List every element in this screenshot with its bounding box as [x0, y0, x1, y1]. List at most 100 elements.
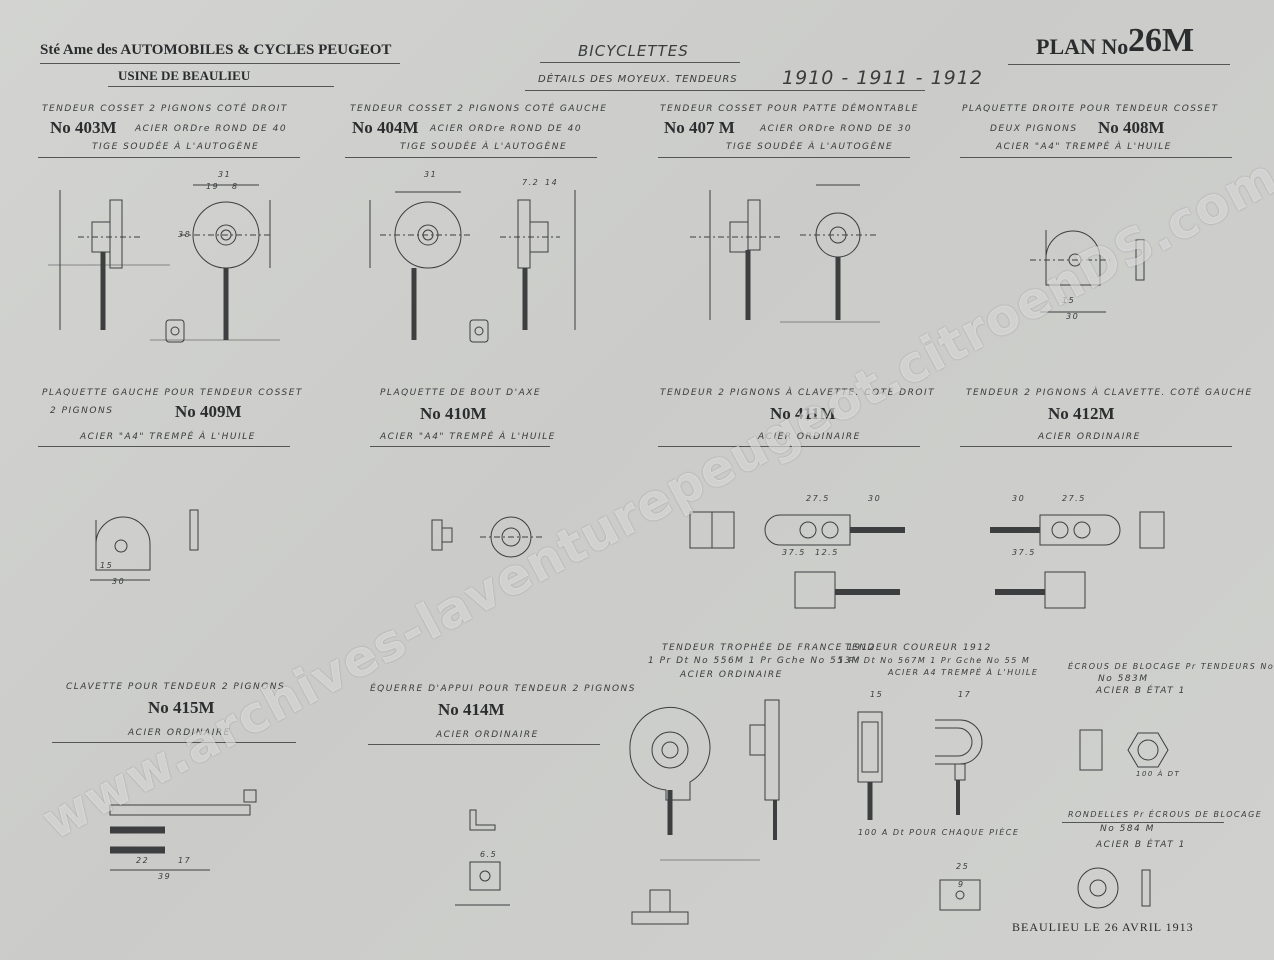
part-403-side-view	[48, 190, 170, 330]
coureur-material: ACIER A4 TREMPÉ À L'HUILE	[888, 668, 1039, 677]
subtitle: DÉTAILS DES MOYEUX. TENDEURS	[538, 74, 738, 85]
dim-label: 38	[178, 230, 192, 239]
part-414-rule	[368, 744, 600, 745]
part-403-front-view	[150, 184, 280, 341]
coureur-tendeur	[857, 711, 983, 911]
part-409-material: ACIER "A4" TREMPÉ À L'HUILE	[80, 432, 256, 442]
part-412-rule	[960, 446, 1232, 447]
part-403-number: No 403M	[50, 118, 117, 137]
part-414-caption: ÉQUERRE D'APPUI POUR TENDEUR 2 PIGNONS	[370, 684, 636, 694]
dim-label: 15	[870, 690, 884, 699]
rondelles-material: ACIER B ÉTAT 1	[1096, 840, 1186, 850]
part-412-views	[990, 511, 1165, 609]
company-underline	[40, 63, 400, 64]
part-410-number: No 410M	[420, 404, 487, 423]
trophee-key	[631, 889, 689, 925]
rondelles-title: RONDELLES Pr ÉCROUS DE BLOCAGE	[1068, 810, 1263, 819]
rondelles-number: No 584 M	[1100, 824, 1155, 834]
part-404-material: ACIER ORDre ROND DE 40	[430, 124, 583, 134]
part-414-bracket	[455, 809, 510, 906]
part-410-material: ACIER "A4" TREMPÉ À L'HUILE	[380, 432, 556, 442]
part-411-rule	[658, 446, 920, 447]
dim-label: 7.2	[522, 178, 540, 187]
ecrous-material: ACIER B ÉTAT 1	[1096, 686, 1186, 696]
dim-label: 19	[206, 182, 220, 191]
signature: BEAULIEU LE 26 AVRIL 1913	[1012, 920, 1194, 934]
part-409-rule	[38, 446, 290, 447]
dim-label: 31	[218, 170, 232, 179]
hex-nut	[1079, 729, 1169, 771]
part-414-material: ACIER ORDINAIRE	[436, 730, 539, 740]
part-403-rule	[38, 157, 300, 158]
coureur-numbers: 1 Pr Dt No 567M 1 Pr Gche No 55 M	[838, 656, 1031, 665]
part-410-views	[431, 516, 545, 558]
trophee-material: ACIER ORDINAIRE	[680, 670, 783, 680]
dim-label: 9	[958, 880, 965, 889]
dim-label: 17	[958, 690, 972, 699]
part-407-note: TIGE SOUDÉE À L'AUTOGÈNE	[726, 142, 894, 152]
part-404-caption: TENDEUR COSSET 2 PIGNONS COTÉ GAUCHE	[350, 104, 608, 114]
part-410-caption: PLAQUETTE DE BOUT D'AXE	[380, 388, 542, 398]
dim-label: 31	[424, 170, 438, 179]
coureur-title: TENDEUR COUREUR 1912	[845, 643, 992, 653]
part-415-rule	[52, 742, 296, 743]
dim-label: 37.5	[1012, 548, 1036, 557]
part-409-caption: PLAQUETTE GAUCHE POUR TENDEUR COSSET	[42, 388, 303, 398]
trophee-numbers: 1 Pr Dt No 556M 1 Pr Gche No 553M	[648, 656, 861, 666]
ecrous-number: No 583M	[1098, 674, 1149, 684]
dim-label: 30	[112, 577, 126, 586]
dim-label: 27.5	[806, 494, 830, 503]
part-415-number: No 415M	[148, 698, 215, 717]
dim-label: 39	[158, 872, 172, 881]
part-415-caption: CLAVETTE POUR TENDEUR 2 PIGNONS	[66, 682, 286, 692]
part-407-material: ACIER ORDre ROND DE 30	[760, 124, 913, 134]
part-408-caption: PLAQUETTE DROITE POUR TENDEUR COSSET	[962, 104, 1219, 114]
coureur-note: 100 A Dt POUR CHAQUE PIÈCE	[858, 828, 1020, 837]
dim-label: 14	[545, 178, 559, 187]
part-407-number: No 407 M	[664, 118, 735, 137]
part-412-material: ACIER ORDINAIRE	[1038, 432, 1141, 442]
part-414-number: No 414M	[438, 700, 505, 719]
part-404-front-view	[369, 191, 470, 340]
subtitle-underline	[525, 90, 925, 91]
part-403-caption: TENDEUR COSSET 2 PIGNONS COTÉ DROIT	[42, 104, 288, 114]
years: 1910 - 1911 - 1912	[782, 67, 983, 89]
dim-label: 8	[232, 182, 239, 191]
part-407-rule	[658, 157, 910, 158]
part-415-key	[109, 789, 257, 871]
washer	[1077, 867, 1151, 909]
part-403-section	[165, 319, 185, 343]
part-408-plate	[1030, 230, 1145, 313]
part-411-number: No 411M	[770, 404, 836, 423]
dim-label: 30	[1012, 494, 1026, 503]
part-404-rule	[345, 157, 597, 158]
part-407-side-view	[690, 190, 780, 320]
dim-label: 15	[1062, 296, 1076, 305]
part-404-note: TIGE SOUDÉE À L'AUTOGÈNE	[400, 142, 568, 152]
plan-label: PLAN No	[1036, 34, 1129, 59]
part-404-side-view	[500, 190, 576, 330]
dim-label: 15	[100, 561, 114, 570]
factory-underline	[108, 86, 334, 87]
part-411-material: ACIER ORDINAIRE	[758, 432, 861, 442]
part-410-rule	[370, 446, 550, 447]
category-title: BICYCLETTES	[578, 42, 689, 60]
part-404-number: No 404M	[352, 118, 419, 137]
part-403-note: TIGE SOUDÉE À L'AUTOGÈNE	[92, 142, 260, 152]
part-411-caption: TENDEUR 2 PIGNONS À CLAVETTE. COTÉ DROIT	[660, 388, 936, 398]
ecrous-note: 100 À DT	[1136, 770, 1181, 778]
part-408-material: ACIER "A4" TREMPÉ À L'HUILE	[996, 142, 1172, 152]
company-name: Sté Ame des AUTOMOBILES & CYCLES PEUGEOT	[40, 42, 392, 58]
dim-label: 27.5	[1062, 494, 1086, 503]
part-409-plate	[90, 509, 199, 581]
part-411-views	[689, 511, 905, 609]
rondelles-rule	[1062, 822, 1224, 823]
part-412-caption: TENDEUR 2 PIGNONS À CLAVETTE. COTÉ GAUCH…	[966, 388, 1253, 398]
trophee-title: TENDEUR TROPHÉE DE FRANCE 1912	[662, 643, 877, 653]
dim-label: 17	[178, 856, 192, 865]
part-408-number: No 408M	[1098, 118, 1165, 137]
dim-label: 12.5	[815, 548, 839, 557]
factory-name: USINE DE BEAULIEU	[118, 68, 251, 83]
